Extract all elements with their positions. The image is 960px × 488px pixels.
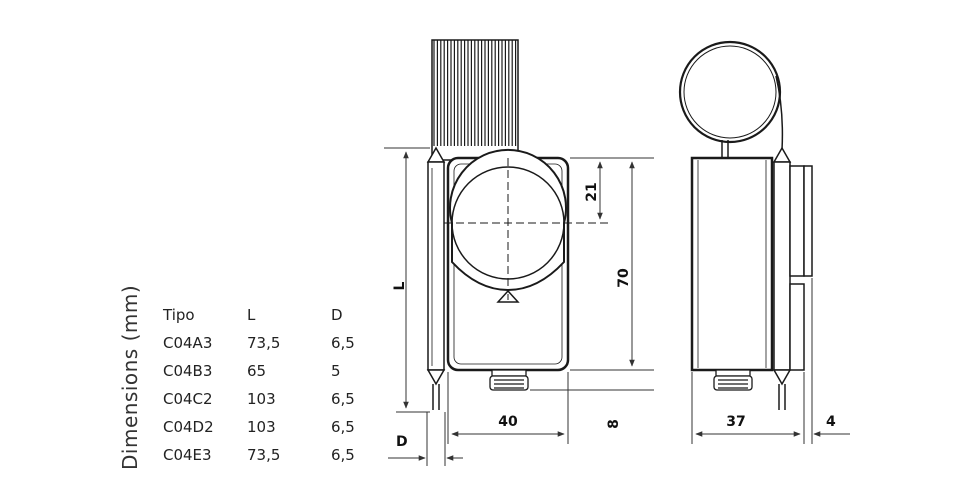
table-cell: C04D2 [163, 418, 214, 436]
capillary-loop [678, 40, 782, 144]
bottom-connector [489, 369, 529, 391]
table-cell: C04E3 [163, 446, 212, 464]
table-cell: 103 [247, 418, 276, 436]
mounting-plate [789, 165, 805, 277]
table-cell: 5 [331, 362, 341, 380]
dim-label-d: D [396, 434, 408, 450]
table-cell: 6,5 [331, 446, 355, 464]
side-dimensions [691, 278, 850, 444]
knob-ribs [433, 40, 517, 146]
dim-label-37: 37 [726, 414, 745, 430]
capillary-tube [426, 146, 446, 410]
dim-label-40: 40 [498, 414, 518, 430]
dim-label-l: L [392, 281, 408, 290]
table-header-l: L [247, 306, 256, 324]
table-cell: 6,5 [331, 390, 355, 408]
table-cell: C04B3 [163, 362, 213, 380]
dim-label-70: 70 [616, 268, 632, 288]
table-header-tipo: Tipo [163, 306, 195, 324]
table-cell: 6,5 [331, 334, 355, 352]
front-view [426, 39, 610, 410]
front-dimensions [384, 147, 654, 466]
side-connector [713, 369, 753, 391]
table-cell: C04A3 [163, 334, 213, 352]
table-cell: 73,5 [247, 334, 281, 352]
table-cell: C04C2 [163, 390, 213, 408]
side-body [690, 156, 774, 372]
table-cell: 65 [247, 362, 267, 380]
dim-label-21: 21 [584, 182, 600, 201]
dim-label-8: 8 [606, 419, 622, 429]
side-view [678, 40, 813, 410]
table-cell: 73,5 [247, 446, 281, 464]
dim-label-4: 4 [826, 414, 836, 430]
table-header-d: D [331, 306, 343, 324]
side-capillary-tube [772, 146, 792, 410]
table-cell: 103 [247, 390, 276, 408]
table-cell: 6,5 [331, 418, 355, 436]
